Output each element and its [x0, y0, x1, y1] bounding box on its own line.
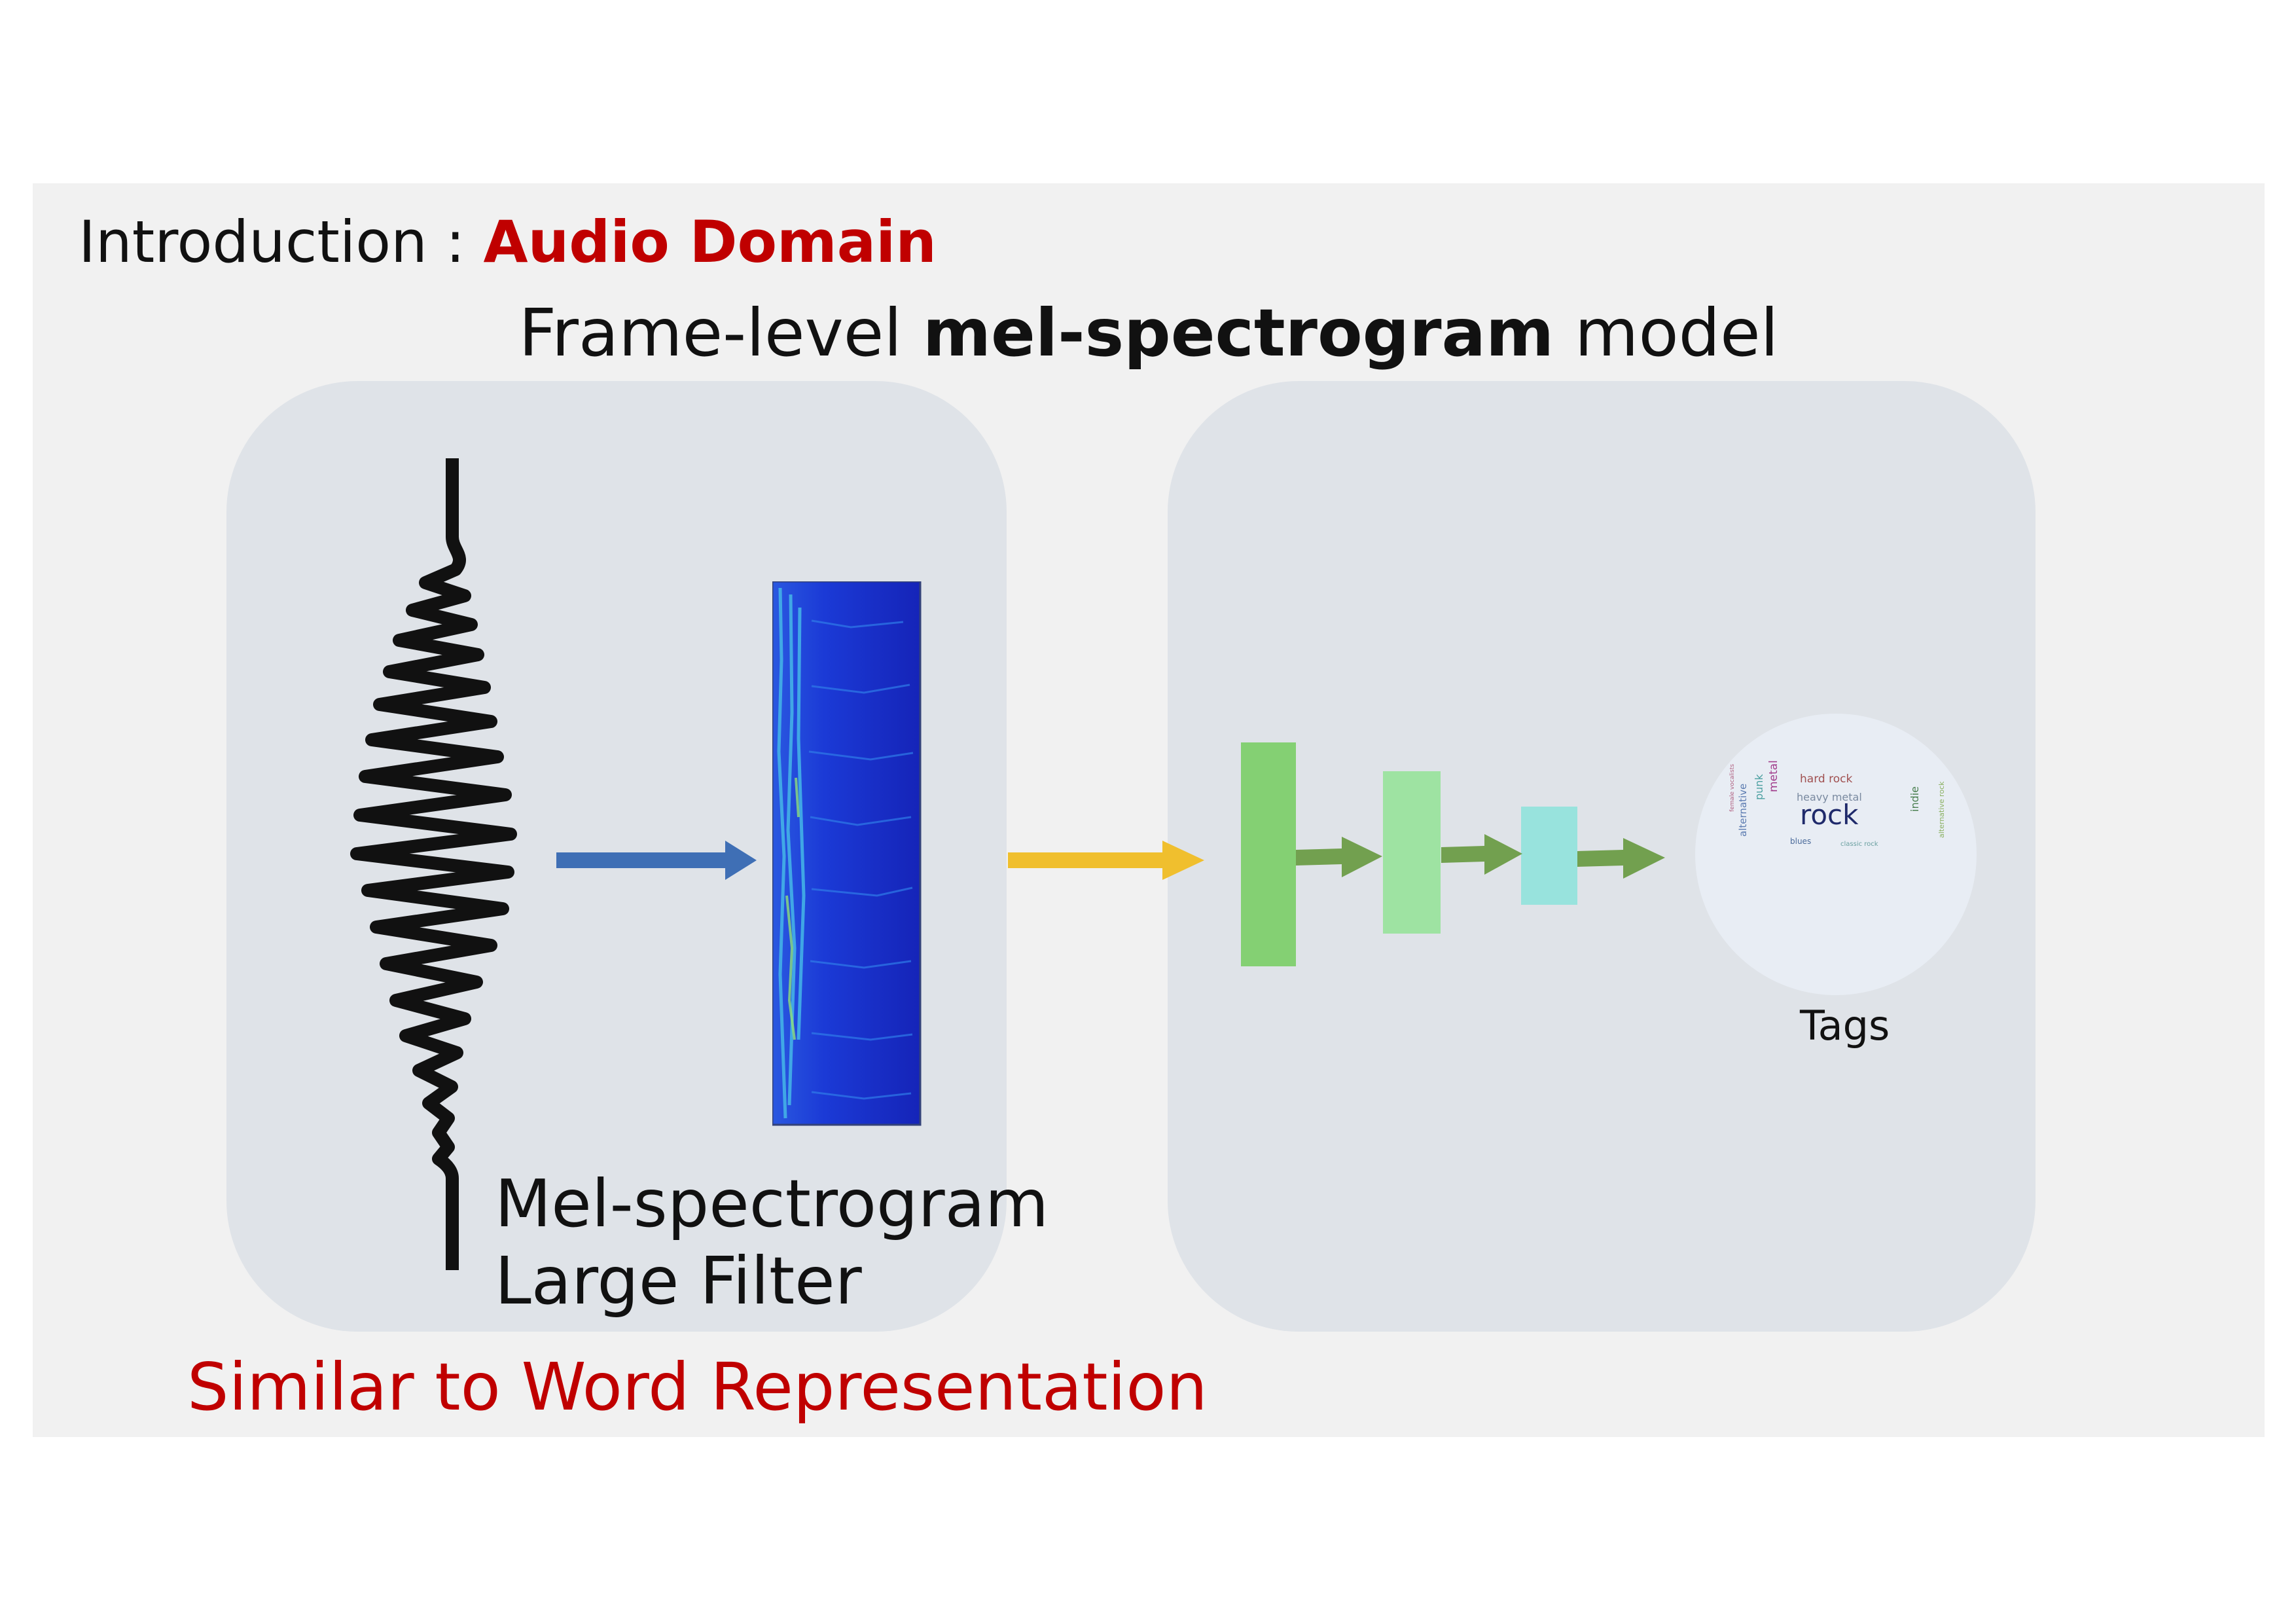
slide-background: Introduction : Audio Domain Frame-level …	[33, 183, 2265, 1437]
network-layer-3	[1521, 807, 1577, 905]
subtitle-bold: mel-spectrogram	[922, 295, 1554, 371]
tag-cloud-word: alternative rock	[1937, 781, 1946, 839]
tag-cloud-word: indie	[1909, 786, 1921, 812]
slide-heading: Introduction : Audio Domain	[79, 208, 937, 276]
spectrogram-image	[772, 581, 922, 1126]
tag-cloud-main: rock	[1800, 799, 1859, 831]
arrow-yellow-icon	[1008, 841, 1204, 880]
arrow-green-icon	[1441, 834, 1522, 875]
input-label-line1: Mel-spectrogram	[495, 1165, 1049, 1242]
input-label: Mel-spectrogram Large Filter	[495, 1165, 1049, 1320]
arrow-blue-icon	[556, 841, 757, 880]
arrow-green-icon	[1577, 838, 1665, 879]
waveform-icon	[350, 458, 517, 1270]
footer-caption: Similar to Word Representation	[187, 1349, 1208, 1425]
input-label-line2: Large Filter	[495, 1243, 862, 1319]
tag-cloud-word: metal	[1767, 760, 1780, 792]
network-layer-1	[1241, 742, 1296, 966]
tag-cloud-word: female vocalists	[1729, 763, 1736, 812]
heading-highlight: Audio Domain	[483, 208, 937, 276]
diagram-subtitle: Frame-level mel-spectrogram model	[33, 295, 2265, 371]
heading-prefix: Introduction :	[79, 208, 465, 276]
network-layer-2	[1383, 771, 1441, 934]
tag-cloud-word: blues	[1790, 837, 1812, 846]
tag-cloud-word: classic rock	[1840, 841, 1878, 848]
subtitle-after: model	[1575, 295, 1779, 371]
subtitle-before: Frame-level	[518, 295, 903, 371]
tag-cloud-word: alternative	[1737, 783, 1749, 837]
tags-label: Tags	[1800, 1002, 1890, 1049]
tag-cloud-word: punk	[1753, 774, 1765, 800]
tag-cloud-word: heavy metal	[1797, 791, 1862, 803]
tag-cloud-word: hard rock	[1800, 773, 1853, 786]
tag-cloud: rock heavy metal hard rock metal punk al…	[1695, 714, 1977, 995]
arrow-green-icon	[1296, 837, 1382, 877]
